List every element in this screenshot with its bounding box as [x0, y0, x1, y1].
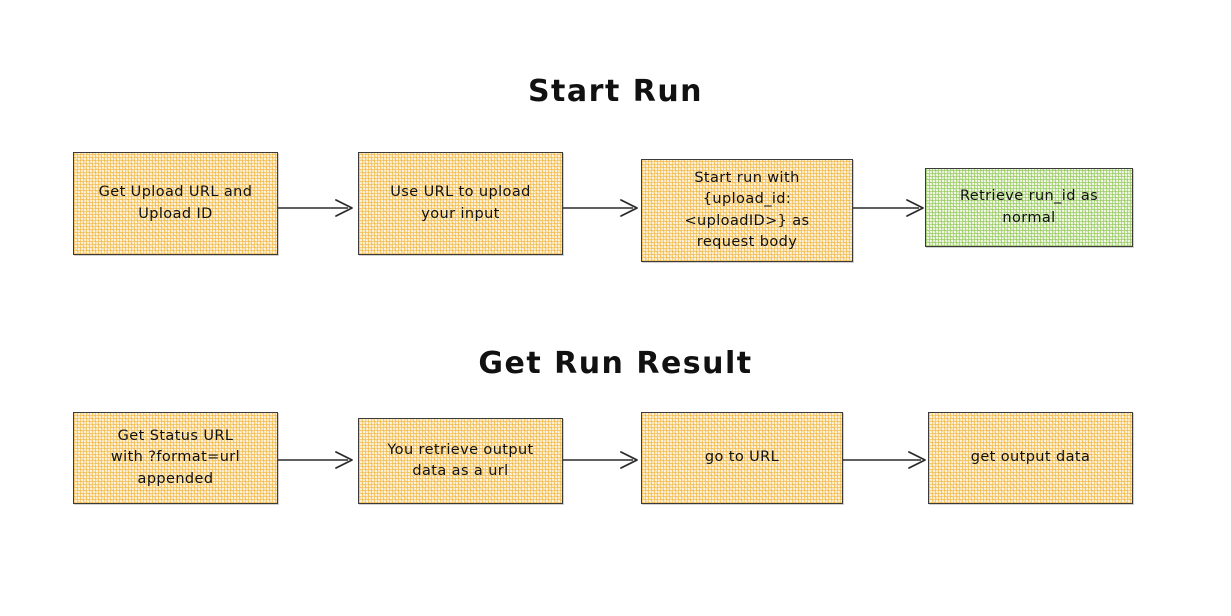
node-get-upload-url-label: Get Upload URL and Upload ID — [98, 184, 253, 222]
node-get-status-url-label: Get Status URL with ?format=url appended — [110, 428, 241, 487]
node-go-to-url[interactable]: go to URL — [641, 412, 843, 504]
connector-arrow-4 — [278, 451, 353, 469]
section-title-get-run-result: Get Run Result — [478, 346, 753, 381]
node-start-run-with-body[interactable]: Start run with {upload_id: <uploadID>} a… — [641, 159, 853, 262]
node-get-output-data[interactable]: get output data — [928, 412, 1133, 504]
node-get-status-url[interactable]: Get Status URL with ?format=url appended — [73, 412, 278, 504]
node-retrieve-output-url-label: You retrieve output data as a url — [387, 441, 534, 479]
node-go-to-url-label: go to URL — [704, 449, 780, 466]
connector-arrow-6 — [843, 451, 926, 469]
node-get-upload-url[interactable]: Get Upload URL and Upload ID — [73, 152, 278, 255]
node-get-output-data-label: get output data — [970, 449, 1091, 466]
node-use-url-to-upload-label: Use URL to upload your input — [390, 184, 531, 222]
node-use-url-to-upload[interactable]: Use URL to upload your input — [358, 152, 563, 255]
section-title-start-run: Start Run — [527, 74, 704, 109]
connector-arrow-5 — [563, 451, 638, 469]
connector-arrow-3 — [853, 199, 924, 217]
node-retrieve-output-url[interactable]: You retrieve output data as a url — [358, 418, 563, 504]
connector-arrow-1 — [278, 199, 353, 217]
node-retrieve-run-id-label: Retrieve run_id as normal — [959, 188, 1099, 226]
connector-arrow-2 — [563, 199, 638, 217]
node-retrieve-run-id[interactable]: Retrieve run_id as normal — [925, 168, 1133, 247]
node-start-run-with-body-label: Start run with {upload_id: <uploadID>} a… — [684, 170, 810, 250]
